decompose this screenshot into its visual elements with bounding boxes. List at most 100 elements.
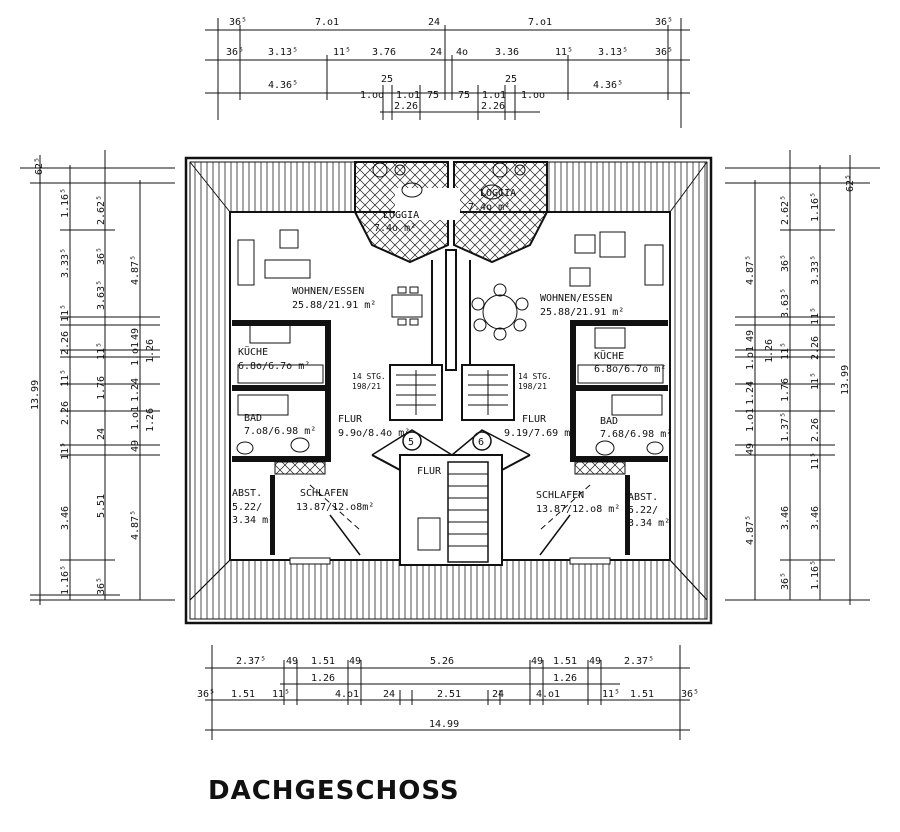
dim-left-b6: 24 — [96, 428, 107, 440]
dim-left-7: 2.26 — [60, 401, 71, 425]
dim-right-5: 2.26 — [810, 336, 821, 360]
room-wohnen-left-area: 25.88/21.91 m² — [292, 300, 376, 311]
dim-top-2: 7.o1 — [315, 17, 339, 28]
dim-bot-r3-8: 4.o1 — [536, 689, 560, 700]
dim-top-r2-3: 11⁵ — [333, 47, 351, 58]
room-abst-left-area1: 5.22/ — [232, 502, 262, 513]
room-wohnen-left-name: WOHNEN/ESSEN — [292, 286, 364, 297]
dim-right-2: 1.16⁵ — [810, 192, 821, 222]
dim-right-b4: 11⁵ — [780, 342, 791, 360]
dim-right-b2: 36⁵ — [780, 254, 791, 272]
dim-left-2: 1.16⁵ — [60, 188, 71, 218]
dim-left-d1: 1.26 — [145, 339, 156, 363]
dim-bot-3: 1.51 — [311, 656, 335, 667]
dim-bot-7: 1.51 — [553, 656, 577, 667]
dim-bot-r3-4: 4.o1 — [335, 689, 359, 700]
dim-right-c5: 1.o1 — [745, 408, 756, 432]
dim-left-b3: 3.63⁵ — [96, 280, 107, 310]
room-schlafen-left-area: 13.87/12.o8m² — [296, 502, 374, 513]
room-loggia-left-name: LOGGIA — [383, 210, 419, 221]
dim-right-3: 3.33⁵ — [810, 255, 821, 285]
dim-left-c6: 49 — [130, 440, 141, 452]
room-kueche-right-area: 6.8o/6.7o m² — [594, 364, 666, 375]
room-abst-right-area1: 5.22/ — [628, 505, 658, 516]
dim-left-c1: 4.87⁵ — [130, 255, 141, 285]
dim-right-c3: 1.o1 — [745, 346, 756, 370]
dim-right-10: 1.16⁵ — [810, 560, 821, 590]
dim-right-c2: 49 — [745, 330, 756, 342]
unit-marker-6: 6 — [478, 437, 484, 448]
room-kueche-left-area: 6.8o/6.7o m² — [238, 361, 310, 372]
dim-right-total: 13.99 — [840, 365, 851, 395]
dim-bot-r3-6: 2.51 — [437, 689, 461, 700]
dim-right-7: 2.26 — [810, 418, 821, 442]
unit-marker-5: 5 — [408, 437, 414, 448]
stairs-left-steps: 14 STG. — [352, 372, 386, 381]
dim-top-r2-2: 3.13⁵ — [268, 47, 298, 58]
dim-top-r3-9: 1.oo — [521, 90, 545, 101]
dim-right-6: 11⁵ — [810, 372, 821, 390]
dim-top-r2-8: 11⁵ — [555, 47, 573, 58]
room-loggia-left-area: 7.4o m² — [374, 223, 416, 234]
dim-left-10: 1.16⁵ — [60, 565, 71, 595]
dimensions-right — [725, 150, 880, 605]
room-schlafen-right-name: SCHLAFEN — [536, 490, 584, 501]
dim-bot-r3-3: 11⁵ — [272, 689, 290, 700]
dim-top-r4-2: 2.26 — [481, 101, 505, 112]
dim-bot-9: 2.37⁵ — [624, 656, 654, 667]
dim-left-5: 2.26 — [60, 331, 71, 355]
dim-right-b8: 36⁵ — [780, 572, 791, 590]
dim-right-c6: 49 — [745, 443, 756, 455]
dim-top-r3-3: 25 — [381, 74, 393, 85]
dim-left-b4: 11⁵ — [96, 342, 107, 360]
room-loggia-right-area: 7.4o m² — [468, 202, 510, 213]
dim-left-b8: 36⁵ — [96, 577, 107, 595]
stairs-right-ratio: 198/21 — [518, 382, 547, 391]
dim-bot-r2-1: 1.26 — [311, 673, 335, 684]
room-flur-right-area: 9.19/7.69 m² — [504, 428, 576, 439]
dim-left-c3: 1.o1 — [130, 342, 141, 366]
dim-right-b7: 3.46 — [780, 506, 791, 530]
dim-top-3: 24 — [428, 17, 440, 28]
dim-right-c4: 1.24 — [745, 381, 756, 405]
dim-top-r3-1: 4.36⁵ — [268, 80, 298, 91]
dim-top-r3-6: 75 — [458, 90, 470, 101]
dim-left-3: 3.33⁵ — [60, 248, 71, 278]
dim-bot-r3-5: 24 — [383, 689, 395, 700]
dim-top-r2-9: 3.13⁵ — [598, 47, 628, 58]
room-bad-left-name: BAD — [244, 413, 262, 424]
dim-top-r2-7: 3.36 — [495, 47, 519, 58]
dim-bot-r2-2: 1.26 — [553, 673, 577, 684]
dim-bot-r3-10: 1.51 — [630, 689, 654, 700]
unit-markers — [371, 429, 531, 456]
room-kueche-right-name: KÜCHE — [594, 349, 624, 362]
dim-left-9: 3.46 — [60, 506, 71, 530]
dim-left-1: 62⁵ — [34, 157, 45, 175]
dim-top-r4-1: 2.26 — [394, 101, 418, 112]
dim-bot-8: 49 — [589, 656, 601, 667]
dim-left-c5: 1.o1 — [130, 406, 141, 430]
dim-right-b1: 2.62⁵ — [780, 195, 791, 225]
room-flur-center-name: FLUR — [417, 466, 442, 477]
dim-bot-1: 2.37⁵ — [236, 656, 266, 667]
dim-top-r2-5: 24 — [430, 47, 442, 58]
dim-right-4: 11⁵ — [810, 307, 821, 325]
dim-bot-5: 5.26 — [430, 656, 454, 667]
dim-top-r3-5: 75 — [427, 90, 439, 101]
room-abst-left-name: ABST. — [232, 488, 262, 499]
dim-left-b1: 2.62⁵ — [96, 195, 107, 225]
dim-top-r3-10: 4.36⁵ — [593, 80, 623, 91]
room-schlafen-left-name: SCHLAFEN — [300, 488, 348, 499]
dimensions-bottom — [205, 645, 690, 740]
dimensions-top — [205, 18, 690, 128]
room-loggia-right-name: LOGGIA — [480, 188, 516, 199]
plan-title: DACHGESCHOSS — [208, 776, 460, 806]
dim-bot-2: 49 — [286, 656, 298, 667]
dim-top-r2-1: 36⁵ — [226, 47, 244, 58]
room-abst-left-area2: 3.34 m² — [232, 515, 274, 526]
dim-bot-r3-11: 36⁵ — [681, 689, 699, 700]
dimensions-left — [20, 150, 175, 605]
dim-top-r2-6: 4o — [456, 47, 468, 58]
dim-top-r3-2: 1.oo — [360, 90, 384, 101]
